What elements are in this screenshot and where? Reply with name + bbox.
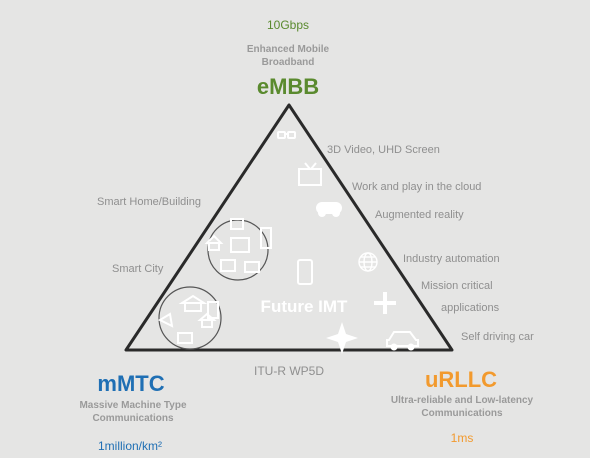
appliance-icon — [220, 218, 272, 273]
city-icons — [157, 294, 219, 344]
use-case-mission-2: applications — [441, 302, 500, 314]
tv-icon — [298, 162, 322, 186]
use-case-industry: Industry automation — [403, 253, 500, 265]
use-case-cloud: Work and play in the cloud — [352, 181, 482, 193]
car-icon — [386, 331, 419, 351]
plane-icon — [326, 322, 358, 354]
smart-city-circle — [158, 286, 222, 350]
phone-icon — [297, 259, 313, 285]
mmtc-title: mMTC — [97, 371, 165, 396]
glasses-icon — [277, 131, 296, 139]
embb-title: eMBB — [256, 74, 320, 99]
use-case-self-driving: Self driving car — [461, 331, 534, 343]
urllc-subtitle: Ultra-reliable and Low-latency Communica… — [390, 395, 534, 419]
mmtc-metric: 1million/km² — [97, 439, 163, 453]
use-case-video: 3D Video, UHD Screen — [327, 144, 440, 156]
urllc-metric: 1ms — [450, 431, 474, 445]
drone-icon — [374, 292, 396, 314]
house-icon — [204, 234, 224, 251]
mmtc-subtitle: Massive Machine Type Communications — [79, 400, 187, 424]
urllc-title: uRLLC — [424, 367, 498, 392]
globe-icon — [358, 252, 378, 272]
embb-metric: 10Gbps — [266, 18, 310, 32]
bottom-label: ITU-R WP5D — [254, 364, 324, 378]
use-case-smart-home: Smart Home/Building — [97, 196, 201, 208]
center-label: Future IMT — [260, 297, 348, 316]
triangle-outline — [124, 103, 454, 352]
use-case-ar: Augmented reality — [375, 209, 464, 221]
embb-subtitle: Enhanced Mobile Broadband — [246, 44, 330, 68]
use-case-mission-1: Mission critical — [421, 280, 493, 292]
gamepad-icon — [316, 202, 342, 217]
use-case-smart-city: Smart City — [112, 263, 164, 275]
